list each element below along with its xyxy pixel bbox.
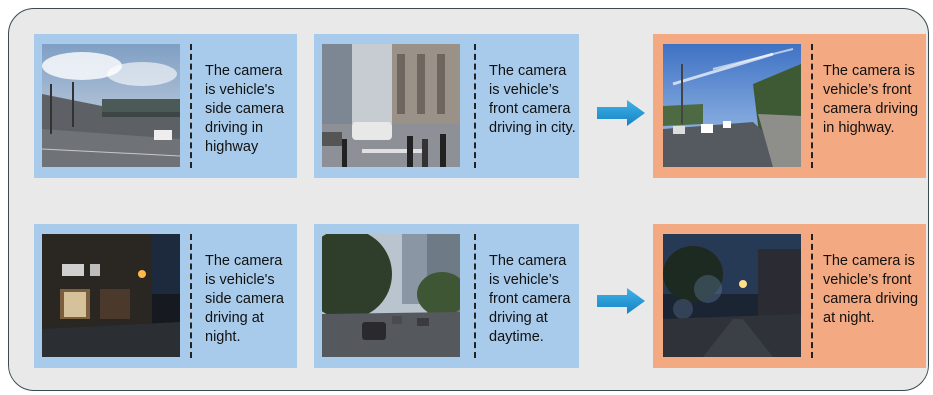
- right-arrow-icon: [597, 288, 645, 314]
- row1-front-camera-caption: The camera is vehicle’s front camera dri…: [489, 63, 576, 136]
- row1-result-caption: The camera is vehicle’s front camera dri…: [823, 63, 919, 136]
- row2-left-divider: [190, 234, 192, 358]
- row2-result-caption: The camera is vehicle’s front camera dri…: [823, 253, 919, 326]
- right-arrow-icon: [597, 100, 645, 126]
- row1-side-camera-card: The camera is vehicle's side camera driv…: [34, 34, 297, 178]
- row2-result-image: [663, 234, 801, 357]
- row2-front-camera-image: [322, 234, 460, 357]
- row2-front-camera-caption: The camera is vehicle’s front camera dri…: [489, 253, 571, 345]
- row2-side-camera-card: The camera is vehicle's side camera driv…: [34, 224, 297, 368]
- row1-front-camera-card: The camera is vehicle’s front camera dri…: [314, 34, 579, 178]
- row1-middle-divider: [474, 44, 476, 168]
- row2-middle-divider: [474, 234, 476, 358]
- row1-side-camera-image: [42, 44, 180, 167]
- row1-side-camera-caption: The camera is vehicle's side camera driv…: [205, 63, 284, 155]
- row2-side-camera-caption: The camera is vehicle's side camera driv…: [205, 253, 284, 345]
- row2-side-camera-image: [42, 234, 180, 357]
- row1-result-image: [663, 44, 801, 167]
- row1-right-divider: [811, 44, 813, 168]
- row1-left-divider: [190, 44, 192, 168]
- row2-front-camera-card: The camera is vehicle’s front camera dri…: [314, 224, 579, 368]
- row2-result-card: The camera is vehicle’s front camera dri…: [653, 224, 926, 368]
- row1-front-camera-image: [322, 44, 460, 167]
- row2-right-divider: [811, 234, 813, 358]
- row1-result-card: The camera is vehicle’s front camera dri…: [653, 34, 926, 178]
